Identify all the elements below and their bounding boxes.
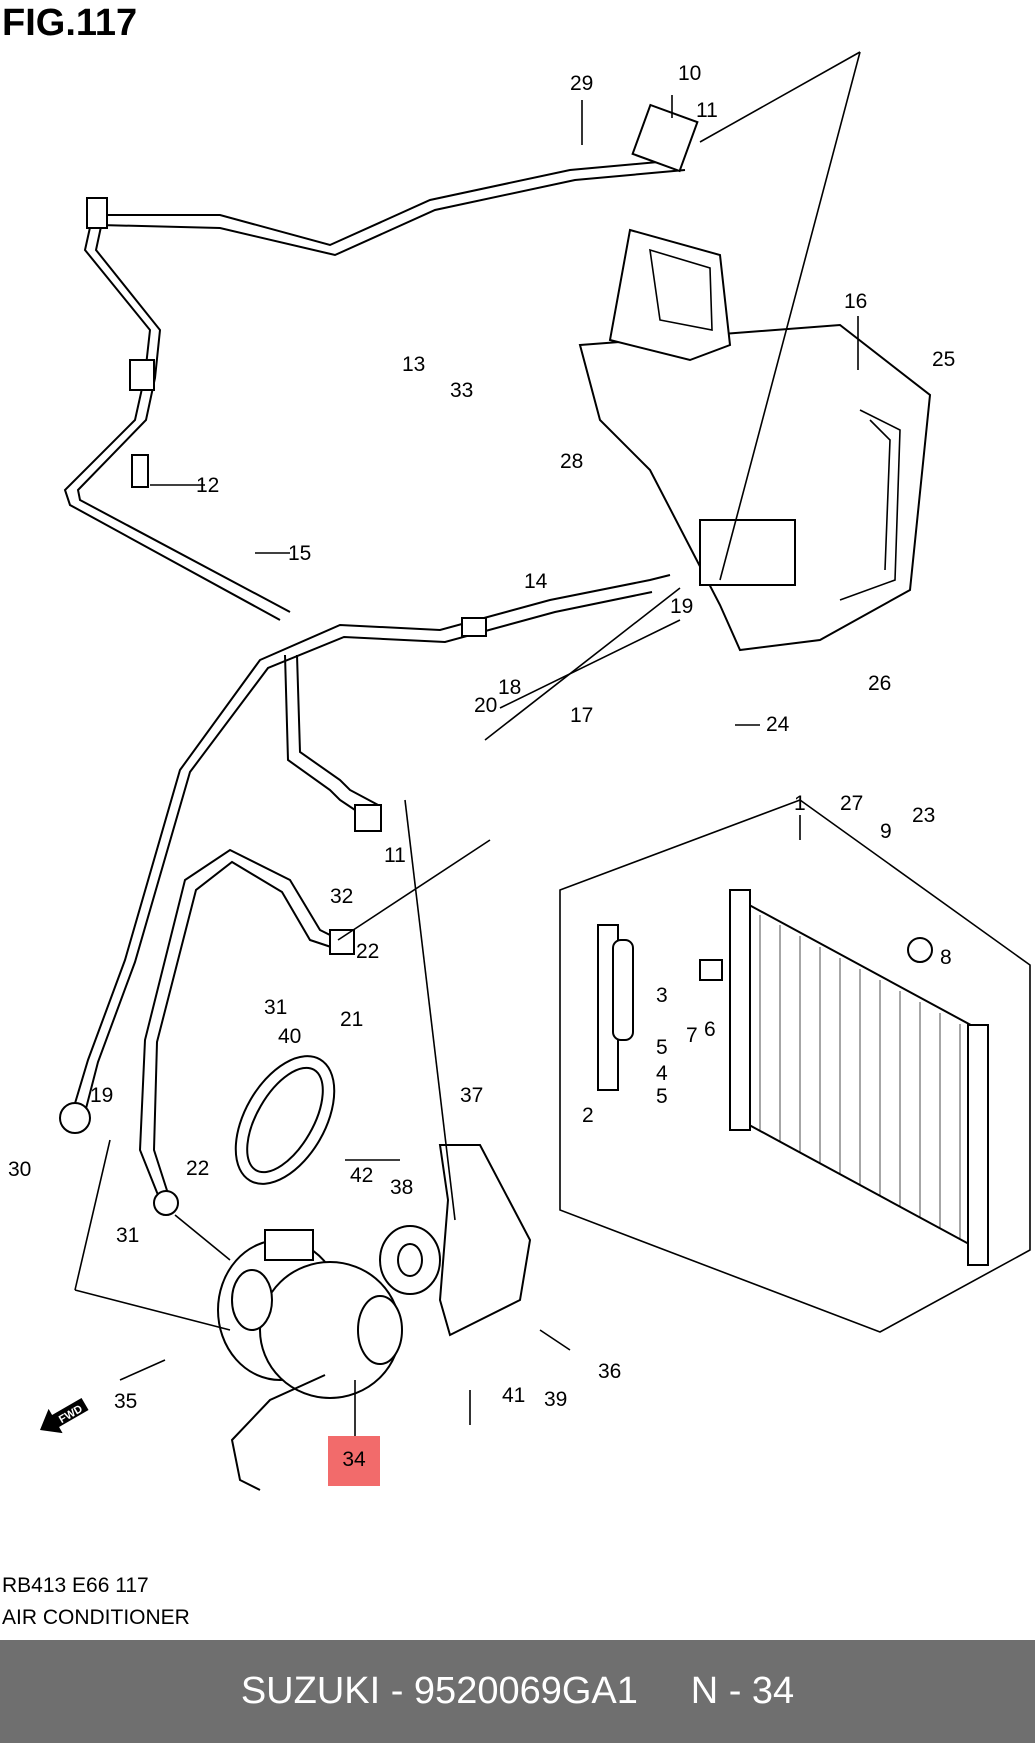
footer-bar: SUZUKI - 9520069GA1 N - 34 — [0, 1640, 1035, 1743]
callout-36: 36 — [598, 1360, 621, 1383]
callout-24: 24 — [766, 713, 790, 736]
callout-33: 33 — [450, 379, 473, 402]
callout-32: 32 — [330, 885, 353, 908]
callout-22: 22 — [356, 940, 379, 963]
compressor-drawing — [119, 1055, 571, 1491]
exploded-diagram: FWD 29 10 11 16 25 13 33 28 12 15 14 19 … — [8, 51, 1031, 1491]
callout-25: 25 — [932, 348, 955, 371]
diagram-code: RB413 E66 117 — [2, 1574, 149, 1597]
figure-title: FIG.117 — [2, 2, 138, 44]
evaporator-unit-drawing — [578, 51, 932, 652]
callout-9: 9 — [880, 820, 892, 843]
callout-18: 18 — [498, 676, 521, 699]
callout-28: 28 — [560, 450, 583, 473]
callout-39: 39 — [544, 1388, 567, 1411]
callout-6: 6 — [704, 1018, 716, 1041]
callout-38: 38 — [390, 1176, 413, 1199]
callout-2: 2 — [582, 1104, 594, 1127]
fwd-label: FWD — [57, 1403, 85, 1426]
callout-7: 7 — [686, 1024, 698, 1047]
callout-8: 8 — [940, 946, 952, 969]
callout-37: 37 — [460, 1084, 483, 1107]
callout-13: 13 — [402, 353, 425, 376]
callout-1: 1 — [794, 792, 806, 815]
callout-27: 27 — [840, 792, 863, 815]
callout-11: 11 — [696, 99, 718, 122]
highlighted-part-box[interactable] — [328, 1436, 380, 1486]
callout-31: 31 — [264, 996, 287, 1019]
callout-5b: 5 — [656, 1085, 668, 1108]
callout-10: 10 — [678, 62, 701, 85]
callout-29: 29 — [570, 72, 593, 95]
callout-labels: 29 10 11 16 25 13 33 28 12 15 14 19 18 2… — [8, 62, 955, 1413]
callout-22b: 22 — [186, 1157, 209, 1180]
callout-26: 26 — [868, 672, 891, 695]
callout-31b: 31 — [116, 1224, 139, 1247]
upper-hose-drawing — [63, 103, 699, 621]
callout-3: 3 — [656, 984, 668, 1007]
callout-35: 35 — [114, 1390, 137, 1413]
callout-19b: 19 — [90, 1084, 113, 1107]
fwd-arrow-icon: FWD — [40, 1397, 89, 1434]
callout-41: 41 — [502, 1384, 525, 1407]
leader-lines — [74, 95, 859, 1440]
callout-16: 16 — [844, 290, 867, 313]
callout-5: 5 — [656, 1036, 668, 1059]
callout-17: 17 — [570, 704, 593, 727]
callout-30: 30 — [8, 1158, 31, 1181]
condenser-drawing — [559, 799, 1031, 1333]
callout-21: 21 — [340, 1008, 363, 1031]
callout-12: 12 — [196, 474, 219, 497]
callout-23: 23 — [912, 804, 935, 827]
callout-20: 20 — [474, 694, 497, 717]
callout-15: 15 — [288, 542, 311, 565]
callout-14: 14 — [524, 570, 548, 593]
callout-19: 19 — [670, 595, 693, 618]
callout-4: 4 — [656, 1062, 668, 1085]
callout-40: 40 — [278, 1025, 301, 1048]
callout-11b: 11 — [384, 844, 406, 867]
diagram-name: AIR CONDITIONER — [2, 1606, 190, 1629]
highlighted-part-label[interactable]: 34 — [342, 1448, 366, 1471]
callout-42: 42 — [350, 1164, 373, 1187]
footer-text: SUZUKI - 9520069GA1 N - 34 — [240, 1670, 795, 1712]
suction-hose-drawing — [59, 574, 671, 1216]
